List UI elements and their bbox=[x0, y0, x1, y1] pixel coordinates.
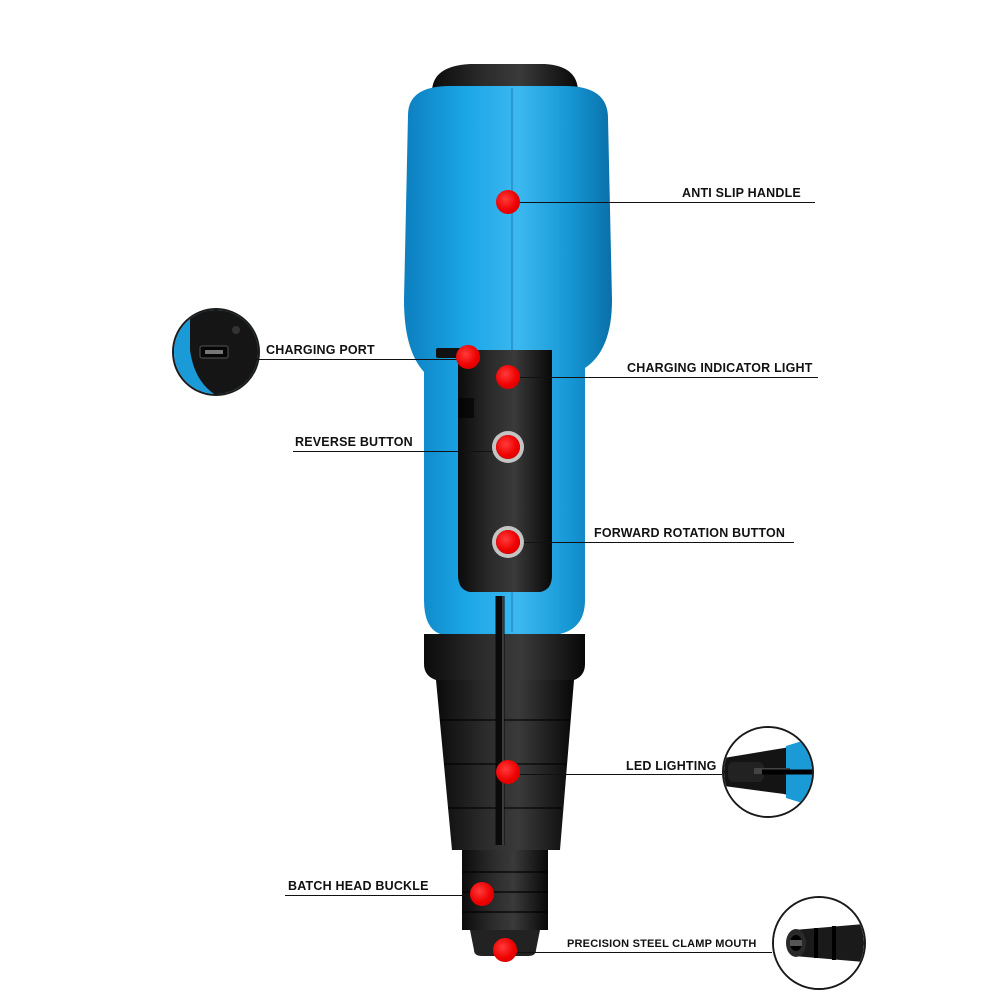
label-precision-steel-clamp-mouth: PRECISION STEEL CLAMP MOUTH bbox=[567, 938, 757, 950]
marker-precision-steel-clamp-mouth bbox=[493, 938, 517, 962]
led-lighting-zoom bbox=[722, 726, 814, 818]
charging-port-zoom bbox=[172, 308, 260, 396]
clamp-mouth-zoom bbox=[772, 896, 866, 990]
clamp-mouth-icon bbox=[774, 898, 864, 988]
marker-reverse-button bbox=[496, 435, 520, 459]
label-charging-indicator-light: CHARGING INDICATOR LIGHT bbox=[627, 361, 813, 375]
marker-led-lighting bbox=[496, 760, 520, 784]
leader-reverse-button bbox=[293, 451, 509, 452]
leader-charging-port bbox=[256, 359, 468, 360]
marker-batch-head-buckle bbox=[470, 882, 494, 906]
leader-precision-steel-clamp-mouth bbox=[506, 952, 772, 953]
marker-charging-port bbox=[456, 345, 480, 369]
leader-led-lighting bbox=[508, 774, 722, 775]
usb-port-icon bbox=[174, 310, 258, 394]
label-forward-rotation-button: FORWARD ROTATION BUTTON bbox=[594, 526, 786, 540]
label-led-lighting: LED LIGHTING bbox=[626, 759, 717, 773]
marker-forward-rotation-button bbox=[496, 530, 520, 554]
switch-panel bbox=[458, 350, 552, 592]
label-batch-head-buckle: BATCH HEAD BUCKLE bbox=[288, 879, 429, 893]
label-charging-port: CHARGING PORT bbox=[266, 343, 375, 357]
leader-charging-indicator-light bbox=[508, 377, 818, 378]
leader-anti-slip-handle bbox=[510, 202, 815, 203]
label-anti-slip-handle: ANTI SLIP HANDLE bbox=[682, 186, 801, 200]
leader-forward-rotation-button bbox=[508, 542, 794, 543]
marker-charging-indicator-light bbox=[496, 365, 520, 389]
led-light-icon bbox=[724, 728, 812, 816]
marker-anti-slip-handle bbox=[496, 190, 520, 214]
batch-head-buckle-part bbox=[462, 850, 548, 930]
label-reverse-button: REVERSE BUTTON bbox=[295, 435, 413, 449]
leader-batch-head-buckle bbox=[285, 895, 482, 896]
